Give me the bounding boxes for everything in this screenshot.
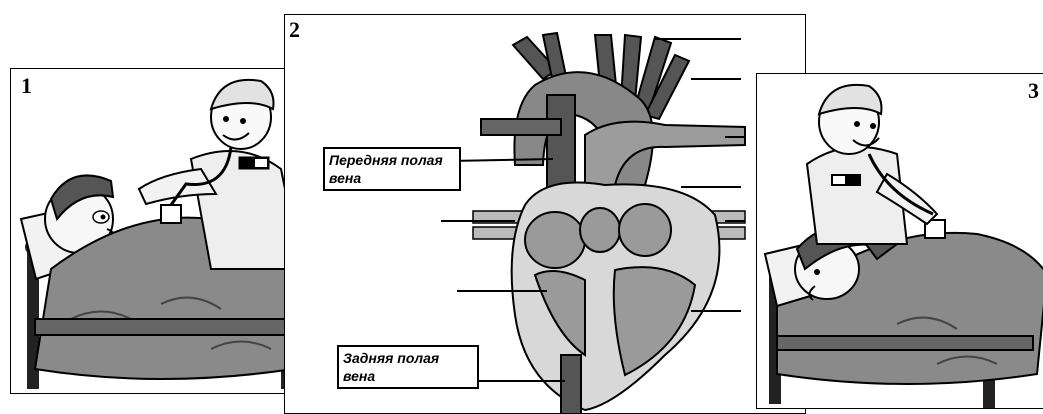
panel-number: 1 [21, 73, 32, 99]
panel-1-doctor-patient: 1 [10, 68, 306, 394]
panel-2-heart-diagram: 2 [284, 14, 806, 414]
panel-3-doctor-patient: 3 [756, 73, 1043, 409]
panel-number: 2 [289, 17, 300, 43]
panel-number: 3 [1028, 78, 1039, 104]
right-atrium [525, 212, 585, 268]
doctor-patient-illustration-alt [757, 74, 1043, 409]
pulmonary-trunk [585, 122, 745, 185]
anterior-vena-cava-label: Передняя полая вена [323, 147, 461, 191]
posterior-vena-cava-label: Задняя полая вена [337, 345, 479, 389]
doctor-patient-illustration [11, 69, 306, 394]
bed-frame [777, 336, 1033, 350]
pulmonary-vessel-left [481, 119, 561, 135]
stethoscope-chestpiece [161, 205, 181, 223]
left-atrium [619, 204, 671, 256]
bed-frame [35, 319, 285, 335]
inferior-vena-cava [561, 355, 581, 414]
